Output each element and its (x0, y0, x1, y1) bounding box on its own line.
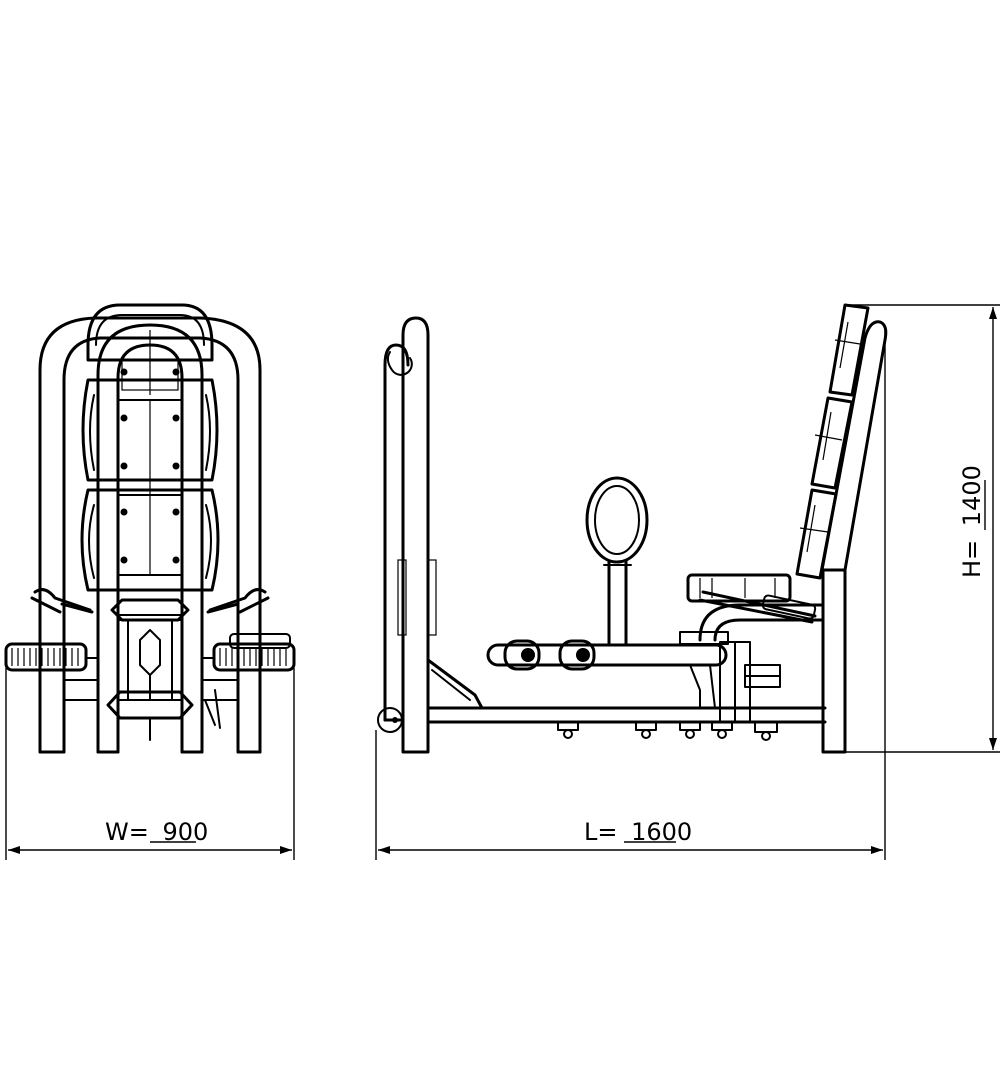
side-leg-arm (486, 643, 728, 667)
front-center-u-frame (96, 323, 204, 754)
side-back-pad-3 (795, 488, 838, 580)
side-back-pad-2 (810, 396, 854, 490)
side-base-rail (426, 706, 827, 724)
front-base-block (106, 690, 194, 720)
length-label: L= 1600 (584, 818, 692, 846)
side-view (377, 303, 888, 754)
width-label: W= 900 (105, 818, 208, 846)
front-right-handle (208, 588, 267, 612)
side-roller-2 (558, 639, 596, 671)
side-lower-brace (426, 658, 484, 710)
side-front-post (401, 316, 430, 754)
front-back-pad-upper (81, 378, 219, 482)
side-rear-post (821, 568, 847, 754)
front-view (4, 303, 296, 754)
height-label: H= 1400 (958, 465, 986, 578)
side-knee-pad (585, 476, 649, 564)
side-pivot (377, 707, 403, 733)
front-left-handle (33, 588, 92, 612)
side-back-pad-1 (828, 303, 870, 397)
front-seat (110, 598, 190, 622)
front-outer-frame (38, 316, 262, 754)
front-top-cushion (86, 303, 214, 362)
front-back-pad-lower (80, 488, 220, 592)
dimension-lines (5, 304, 1000, 860)
side-back-frame (820, 320, 888, 572)
side-handle (698, 590, 817, 624)
side-roller-1 (503, 639, 541, 671)
